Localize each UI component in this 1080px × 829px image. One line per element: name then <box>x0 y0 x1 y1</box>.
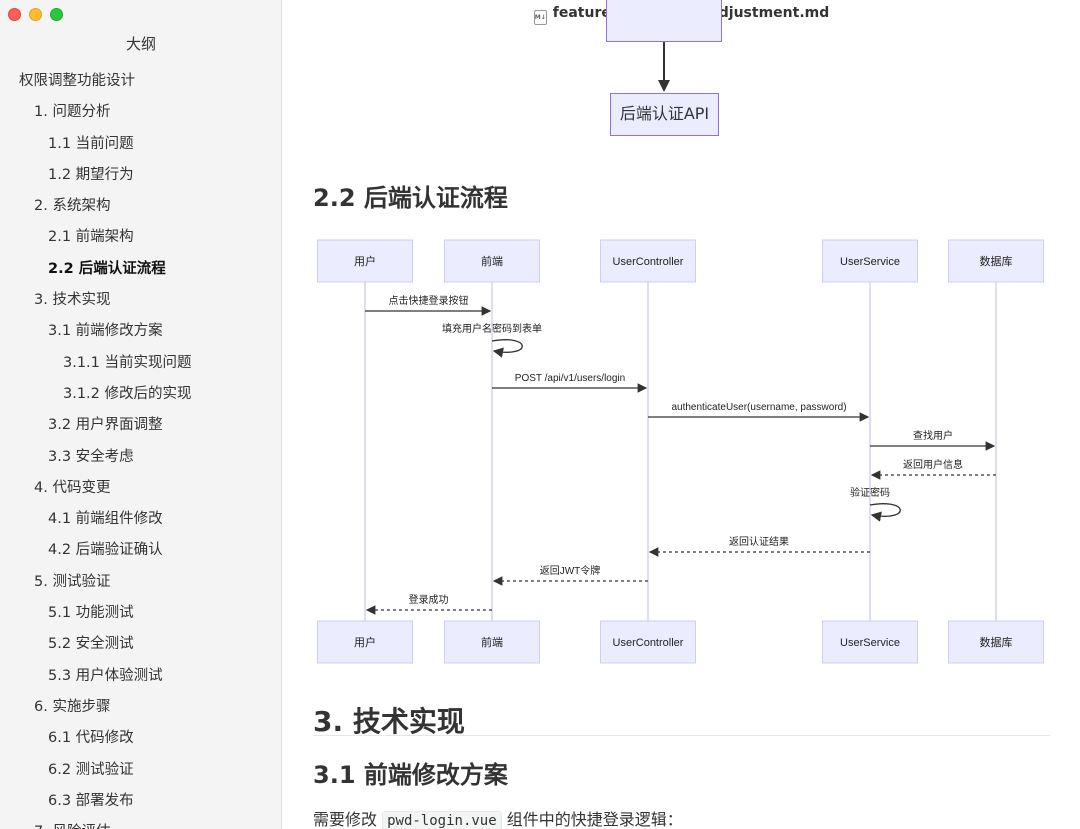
outline-title: 大纲 <box>125 35 156 53</box>
outline-item[interactable]: 2.2 后端认证流程 <box>48 260 166 277</box>
flowchart-node-backend-api: 后端认证API <box>610 93 719 136</box>
participant-label: UserService <box>840 637 900 649</box>
participant-box <box>444 620 540 664</box>
inline-code: pwd-login.vue <box>382 811 502 829</box>
flowchart-arrowhead <box>658 80 670 92</box>
outline-item[interactable]: 1. 问题分析 <box>34 104 111 121</box>
participant-label: 前端 <box>481 635 503 649</box>
outline-sidebar: 大纲 权限调整功能设计 1. 问题分析 1.1 当前问题 1.2 期望行为 2. 系统架… <box>0 0 282 829</box>
participant-box <box>600 239 696 283</box>
message-label: 返回JWT令牌 <box>540 564 601 577</box>
close-window-button[interactable] <box>8 8 21 21</box>
markdown-file-icon: M↓ <box>533 10 547 25</box>
outline-item[interactable]: 1.1 当前问题 <box>48 135 134 152</box>
outline-item[interactable]: 4.1 前端组件修改 <box>48 511 163 528</box>
participant-label: 用户 <box>354 635 376 649</box>
heading-divider <box>313 735 1050 736</box>
message-label: 验证密码 <box>850 486 890 499</box>
self-message-arrow <box>491 339 523 358</box>
participant-box <box>948 620 1044 664</box>
paragraph-suffix: 组件中的快捷登录逻辑： <box>501 810 683 829</box>
heading-backend-auth-flow: 2.2 后端认证流程 <box>313 184 508 212</box>
self-message-arrow <box>869 503 901 522</box>
outline-item[interactable]: 3.3 安全考虑 <box>48 448 134 465</box>
sequence-diagram: 用户用户前端前端UserControllerUserControllerUser… <box>317 239 1044 664</box>
participant-box <box>444 239 540 283</box>
outline-item[interactable]: 权限调整功能设计 <box>19 73 135 89</box>
window-controls <box>8 8 63 21</box>
participant-box <box>317 620 413 664</box>
participant-box <box>948 239 1044 283</box>
outline-item[interactable]: 4.2 后端验证确认 <box>48 542 163 559</box>
message-label: 返回用户信息 <box>903 458 963 471</box>
participant-label: 前端 <box>481 254 503 268</box>
outline-item[interactable]: 5.3 用户体验测试 <box>48 667 163 684</box>
participant-label: 数据库 <box>980 254 1013 268</box>
message-label: authenticateUser(username, password) <box>671 402 846 413</box>
message-label: 点击快捷登录按钮 <box>389 294 469 307</box>
heading-tech-implementation: 3. 技术实现 <box>313 705 465 738</box>
outline-item[interactable]: 5.2 安全测试 <box>48 636 134 653</box>
outline-item[interactable]: 6. 实施步骤 <box>34 698 111 715</box>
document-area[interactable]: M↓feature-permission-adjustment.md 后端认证A… <box>283 0 1080 829</box>
flowchart-arrow <box>663 42 665 82</box>
participant-box <box>600 620 696 664</box>
heading-frontend-plan: 3.1 前端修改方案 <box>313 761 508 789</box>
outline-item[interactable]: 7. 风险评估 <box>0 817 281 829</box>
message-label: POST /api/v1/users/login <box>515 373 625 384</box>
outline-item[interactable]: 3.1 前端修改方案 <box>48 323 163 340</box>
message-label: 返回认证结果 <box>729 535 789 548</box>
outline-item[interactable]: 1.2 期望行为 <box>48 166 134 183</box>
paragraph-modify-component: 需要修改 pwd-login.vue 组件中的快捷登录逻辑： <box>313 806 683 829</box>
outline-item[interactable]: 6.1 代码修改 <box>48 730 134 747</box>
message-label: 登录成功 <box>409 593 449 606</box>
outline-item[interactable]: 2. 系统架构 <box>34 198 111 215</box>
outline-item[interactable]: 2.1 前端架构 <box>48 229 134 246</box>
message-label: 查找用户 <box>913 429 953 442</box>
participant-label: UserController <box>613 256 684 268</box>
outline-list: 权限调整功能设计 1. 问题分析 1.1 当前问题 1.2 期望行为 2. 系统架构 2.… <box>0 66 281 829</box>
outline-item[interactable]: 3.2 用户界面调整 <box>48 417 163 434</box>
participant-label: 用户 <box>354 254 376 268</box>
flowchart-node-partial <box>606 0 722 42</box>
participant-label: UserService <box>840 256 900 268</box>
outline-item[interactable]: 5. 测试验证 <box>34 573 111 590</box>
outline-item[interactable]: 5.1 功能测试 <box>48 605 134 622</box>
outline-item[interactable]: 3.1.1 当前实现问题 <box>63 354 192 371</box>
zoom-window-button[interactable] <box>50 8 63 21</box>
participant-box <box>822 620 918 664</box>
participant-box <box>822 239 918 283</box>
outline-item[interactable]: 6.3 部署发布 <box>48 792 134 809</box>
participant-label: 数据库 <box>980 635 1013 649</box>
message-label: 填充用户名密码到表单 <box>442 322 542 335</box>
participant-box <box>317 239 413 283</box>
paragraph-prefix: 需要修改 <box>313 810 383 829</box>
outline-item[interactable]: 6.2 测试验证 <box>48 761 134 778</box>
outline-item[interactable]: 4. 代码变更 <box>34 479 111 496</box>
minimize-window-button[interactable] <box>29 8 42 21</box>
outline-item[interactable]: 3. 技术实现 <box>34 292 111 309</box>
outline-item[interactable]: 3.1.2 修改后的实现 <box>63 385 192 402</box>
participant-label: UserController <box>613 637 684 649</box>
